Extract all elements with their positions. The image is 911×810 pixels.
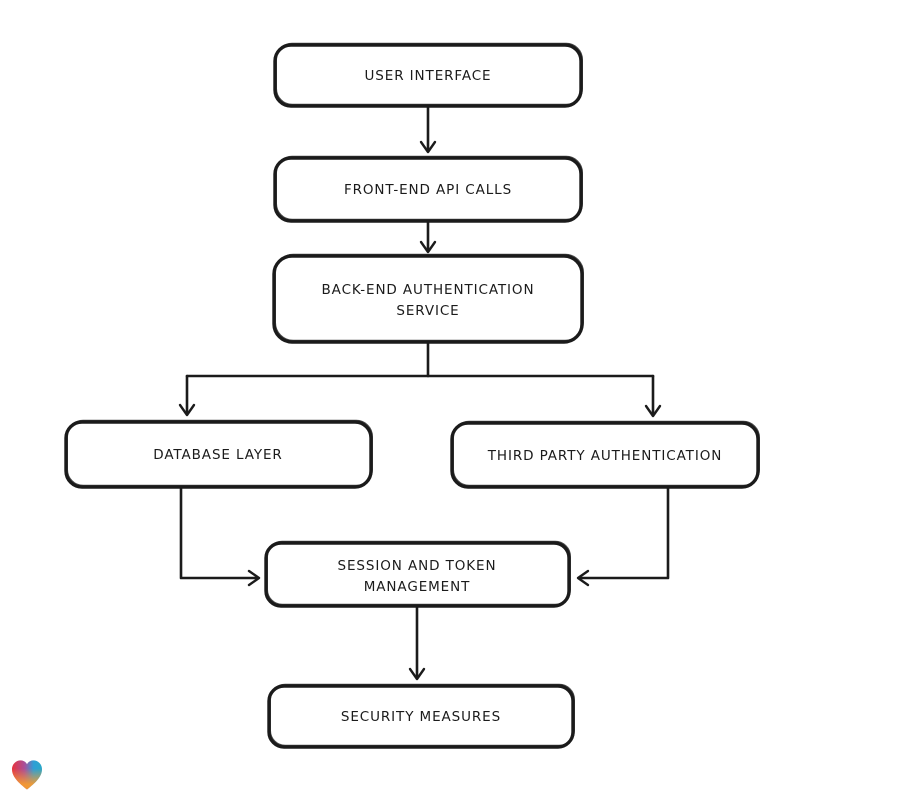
edge-database-to-session [179,486,261,587]
node-security-measures: SECURITY MEASURES [267,683,576,749]
node-front-end-api-calls-label: FRONT-END API CALLS [344,182,512,198]
node-security-measures-label: SECURITY MEASURES [341,709,501,725]
node-front-end-api-calls: FRONT-END API CALLS [273,155,584,223]
node-session-and-token-management-label-line1: SESSION AND TOKEN [338,558,497,574]
edge-third-party-to-session [576,486,670,587]
node-session-and-token-management-label-line2: MANAGEMENT [364,579,471,595]
node-session-and-token-management: SESSION AND TOKEN MANAGEMENT [264,540,572,608]
node-front-end-api-calls-box [273,156,583,223]
node-third-party-authentication: THIRD PARTY AUTHENTICATION [450,420,761,489]
node-database-layer-label: DATABASE LAYER [153,447,282,463]
node-security-measures-box [267,684,575,749]
node-database-layer-box [64,420,373,489]
node-back-end-authentication-service-label-line1: BACK-END AUTHENTICATION [322,282,535,298]
node-back-end-authentication-service-label-line2: SERVICE [396,303,459,319]
node-user-interface-box [273,43,583,108]
node-third-party-authentication-box [450,421,760,489]
node-database-layer: DATABASE LAYER [64,419,373,489]
heart-logo-icon [12,760,42,790]
node-user-interface-label: USER INTERFACE [365,68,492,84]
node-back-end-authentication-service: BACK-END AUTHENTICATION SERVICE [272,253,585,344]
node-session-and-token-management-box [264,541,571,608]
node-third-party-authentication-label: THIRD PARTY AUTHENTICATION [487,448,722,464]
node-back-end-authentication-service-box [272,254,584,344]
edges-layer [178,104,670,681]
node-user-interface: USER INTERFACE [273,42,584,108]
